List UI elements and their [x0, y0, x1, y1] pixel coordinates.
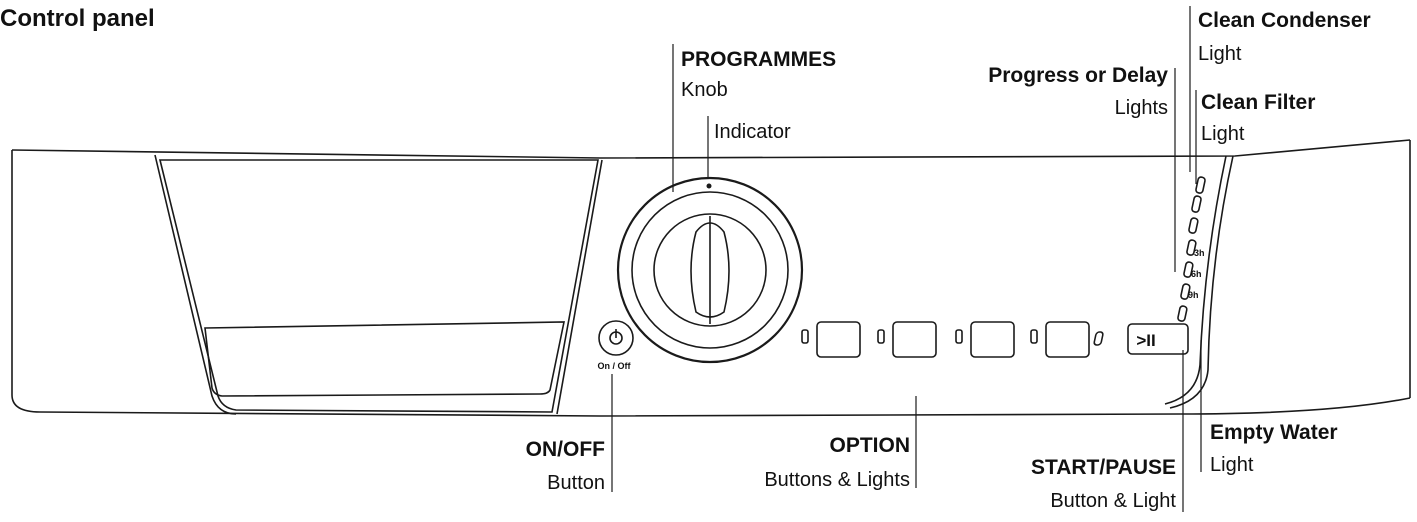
status-lights: 3h 6h 9h — [1177, 176, 1206, 322]
callout-filter: Clean Filter Light — [1201, 91, 1315, 145]
label-programmes: PROGRAMMES — [681, 48, 836, 71]
on-off-caption: On / Off — [598, 361, 632, 371]
callout-empty-water: Empty Water Light — [1210, 421, 1338, 476]
programme-indicator-dot — [706, 183, 712, 189]
label-programmes-desc: Knob — [681, 79, 728, 101]
option-button-3[interactable] — [955, 321, 1015, 358]
label-condenser: Clean Condenser — [1198, 9, 1371, 32]
panel-right-edge — [1164, 155, 1234, 409]
on-off-button[interactable]: On / Off — [598, 320, 634, 371]
callout-onoff: ON/OFF Button — [526, 438, 605, 494]
progress-light-2 — [1186, 239, 1197, 256]
clean-condenser-light — [1195, 176, 1206, 194]
label-option: OPTION — [829, 434, 910, 457]
delay-label-9h: 9h — [1188, 290, 1199, 300]
panel-outline — [11, 139, 1411, 417]
label-indicator: Indicator — [714, 121, 791, 143]
label-onoff: ON/OFF — [526, 438, 605, 461]
option-button-1[interactable] — [801, 321, 861, 358]
option-buttons — [801, 321, 1090, 358]
delay-light-3h — [1183, 261, 1194, 278]
progress-light-1 — [1188, 217, 1199, 234]
option-button-2[interactable] — [877, 321, 937, 358]
option-light-1 — [801, 329, 809, 344]
delay-label-3h: 3h — [1194, 248, 1205, 258]
delay-light-6h — [1180, 283, 1191, 300]
callout-programmes: PROGRAMMES Knob — [681, 48, 836, 101]
option-button-4[interactable] — [1030, 321, 1090, 358]
label-startpause-desc: Button & Light — [1050, 490, 1176, 512]
clean-filter-light — [1191, 195, 1202, 213]
callout-option: OPTION Buttons & Lights — [764, 434, 910, 491]
label-progress: Progress or Delay — [988, 64, 1168, 87]
programmes-knob[interactable] — [616, 176, 804, 364]
label-condenser-desc: Light — [1198, 43, 1242, 65]
label-onoff-desc: Button — [547, 472, 605, 494]
start-pause-button[interactable]: >II — [1093, 323, 1189, 355]
detergent-drawer — [154, 154, 603, 415]
option-light-3 — [955, 329, 963, 344]
label-option-desc: Buttons & Lights — [764, 469, 910, 491]
callout-condenser: Clean Condenser Light — [1198, 9, 1371, 65]
option-light-4 — [1030, 329, 1038, 344]
start-pause-light — [1093, 331, 1104, 346]
diagram-title: Control panel — [0, 5, 155, 32]
delay-light-9h — [1177, 305, 1188, 322]
option-light-2 — [877, 329, 885, 344]
callout-progress: Progress or Delay Lights — [988, 64, 1168, 119]
label-startpause: START/PAUSE — [1031, 456, 1176, 479]
label-empty-water-desc: Light — [1210, 454, 1254, 476]
delay-label-6h: 6h — [1191, 269, 1202, 279]
start-pause-symbol: >II — [1136, 331, 1155, 350]
label-progress-desc: Lights — [1115, 97, 1168, 119]
label-filter: Clean Filter — [1201, 91, 1315, 114]
callout-startpause: START/PAUSE Button & Light — [1031, 456, 1176, 512]
leader-lines — [611, 6, 1202, 512]
label-filter-desc: Light — [1201, 123, 1245, 145]
label-empty-water: Empty Water — [1210, 421, 1338, 444]
